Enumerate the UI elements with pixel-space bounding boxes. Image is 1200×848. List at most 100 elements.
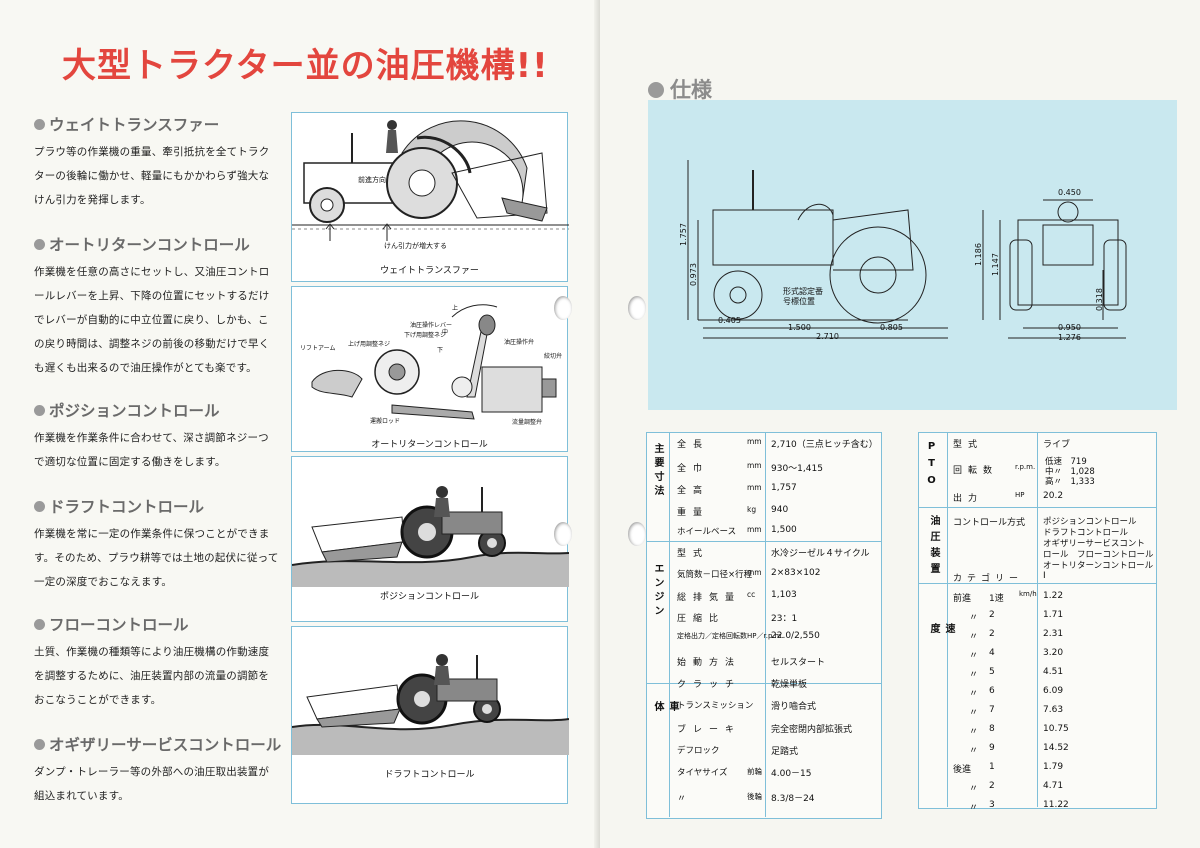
spec-name: 全長 bbox=[677, 440, 710, 450]
tractor-field-illustration bbox=[292, 486, 569, 587]
body-line: も遅くも出来るので油圧操作がとても楽です。 bbox=[34, 362, 257, 374]
spec-value: ドラフトコントロール bbox=[1043, 528, 1129, 538]
body-line: す。そのため、プラウ耕等では土地の起伏に従って bbox=[34, 552, 279, 564]
fig-label: 油圧操作レバー bbox=[410, 322, 453, 329]
speed-value: 7.63 bbox=[1043, 705, 1064, 715]
body-line: けん引力を発揮します。 bbox=[34, 194, 151, 206]
fig-label: 流量調整弁 bbox=[512, 419, 543, 426]
table-rule bbox=[765, 433, 766, 817]
spec-value: 23：1 bbox=[771, 614, 798, 624]
spec-value: 8.3/8－24 bbox=[771, 794, 815, 804]
pto-speed: 高〃 1,333 bbox=[1045, 477, 1095, 487]
speed-value: 1.22 bbox=[1043, 591, 1064, 601]
table-rule bbox=[919, 583, 1156, 584]
figure-auto-return: リフトアーム 上げ用調整ネジ 油圧操作レバー 下げ用調整ネジ 上 中 下 油圧操… bbox=[291, 286, 568, 452]
spec-unit: mm bbox=[747, 525, 762, 534]
body-line: ターの後輪に働かせ、軽量にもかかわらず強大な bbox=[34, 170, 270, 182]
spec-unit: r.p.m. bbox=[1015, 463, 1036, 471]
spec-value: Ⅰ bbox=[1043, 571, 1046, 581]
spec-unit: mm bbox=[747, 437, 762, 446]
body-line: 土質、作業機の種類等により油圧機構の作動速度 bbox=[34, 646, 270, 658]
force-label: けん引力が増大する bbox=[384, 242, 447, 250]
spec-value: 20.2 bbox=[1043, 491, 1064, 501]
body-line: の戻り時間は、調整ネジの前後の移動だけで早く bbox=[34, 338, 270, 350]
spec-value: ライブ bbox=[1043, 440, 1071, 450]
figure-draft-control: ドラフトコントロール bbox=[291, 626, 569, 804]
section-heading: オートリターンコントロール bbox=[49, 236, 250, 254]
table-rule bbox=[947, 433, 948, 807]
speed-direction: 〃 bbox=[969, 651, 979, 661]
binder-hole bbox=[628, 296, 646, 320]
spec-name: トランスミッション bbox=[677, 701, 754, 711]
figure-position-control: ポジションコントロール bbox=[291, 456, 569, 622]
pto-speed: 低速 719 bbox=[1045, 457, 1087, 467]
body-line: 作業機を作業条件に合わせて、深さ調節ネジーつ bbox=[34, 432, 269, 444]
speed-value: 4.51 bbox=[1043, 667, 1064, 677]
figure-weight-transfer: 前進方向 けん引力が増大する ウェイトトランスファー bbox=[291, 112, 569, 282]
table-rule bbox=[669, 433, 670, 817]
spec-value: オギザリーサービスコント bbox=[1043, 539, 1145, 549]
spec-value: 足踏式 bbox=[771, 747, 799, 757]
speed-direction: 〃 bbox=[969, 632, 979, 642]
spec-name: ホイールベース bbox=[677, 527, 737, 537]
group-label: 速度 bbox=[928, 623, 954, 753]
speed-gear: 1 bbox=[989, 762, 995, 772]
speed-gear: 2 bbox=[989, 629, 995, 639]
figure-caption: ポジションコントロール bbox=[379, 592, 479, 602]
pto-speed: 中〃 1,028 bbox=[1045, 467, 1095, 477]
speed-gear: 9 bbox=[989, 743, 995, 753]
spec-name: タイヤサイズ bbox=[677, 768, 728, 778]
left-page: 大型トラクター並の油圧機構!! ウェイトトランスファー プラウ等の作業機の重量、… bbox=[0, 0, 600, 848]
dim-label: 0.450 bbox=[1058, 188, 1081, 197]
spec-unit: cc bbox=[747, 590, 756, 599]
section-heading: ウェイトトランスファー bbox=[49, 116, 220, 134]
spec-name: 圧縮比 bbox=[677, 614, 726, 624]
spec-value: セルスタート bbox=[771, 658, 826, 668]
spec-unit: kg bbox=[747, 505, 757, 514]
group-label: エンジン bbox=[652, 563, 663, 619]
spec-unit: HP bbox=[1015, 491, 1025, 499]
speed-gear: 2 bbox=[989, 781, 995, 791]
spec-value: ポジションコントロール bbox=[1043, 517, 1137, 527]
spec-name: 総排気量 bbox=[677, 593, 742, 603]
dim-label: 1.186 bbox=[973, 243, 983, 266]
dim-label: 2.710 bbox=[816, 332, 839, 341]
section-position-control: ポジションコントロール 作業機を作業条件に合わせて、深さ調節ネジーつで適切な位置… bbox=[34, 399, 284, 474]
body-line: 作業機を常に一定の作業条件に保つことができま bbox=[34, 528, 270, 540]
fig-label: 上 bbox=[452, 305, 459, 312]
fig-label: 下げ用調整ネジ bbox=[404, 332, 447, 339]
table-rule bbox=[1037, 433, 1038, 807]
speed-value: 2.31 bbox=[1043, 629, 1064, 639]
table-rule bbox=[647, 541, 881, 542]
bullet-icon bbox=[34, 619, 45, 630]
speed-direction: 〃 bbox=[969, 708, 979, 718]
tractor-plow-illustration bbox=[292, 120, 569, 241]
body-line: プラウ等の作業機の重量、牽引抵抗を全てトラク bbox=[34, 146, 270, 158]
body-line: ールレバーを上昇、下降の位置にセットするだけ bbox=[34, 290, 270, 302]
fig-label: リフトアーム bbox=[300, 345, 336, 352]
speed-value: 1.71 bbox=[1043, 610, 1064, 620]
spec-name: 定格出力／定格回転数HP／r.p.m. bbox=[677, 632, 784, 640]
dim-label: 1.276 bbox=[1058, 333, 1081, 342]
fig-label: 絞切弁 bbox=[544, 353, 563, 360]
fig-label: 上げ用調整ネジ bbox=[348, 341, 391, 348]
dim-label: 1.757 bbox=[678, 223, 688, 246]
section-heading: ドラフトコントロール bbox=[49, 498, 205, 516]
speed-direction: 〃 bbox=[969, 784, 979, 794]
bullet-icon bbox=[34, 739, 45, 750]
speed-gear: 2 bbox=[989, 610, 995, 620]
figure-caption: ウェイトトランスファー bbox=[380, 266, 479, 276]
spec-value: 2,710（三点ヒッチ含む） bbox=[771, 440, 878, 450]
group-label: 油圧装置 bbox=[928, 515, 939, 579]
spec-name: 〃 bbox=[677, 794, 694, 804]
speed-direction: 〃 bbox=[969, 803, 979, 813]
section-auto-return: オートリターンコントロール 作業機を任意の高さにセットし、又油圧コントロールレバ… bbox=[34, 233, 284, 380]
spec-value: 22.0/2,550 bbox=[771, 631, 820, 641]
speed-gear: 1速 bbox=[989, 594, 1004, 604]
plate-label: 号標位置 bbox=[783, 297, 815, 306]
body-line: でレバーが自動的に中立位置に戻り、しかも、こ bbox=[34, 314, 269, 326]
speed-value: 4.71 bbox=[1043, 781, 1064, 791]
speed-gear: 3 bbox=[989, 800, 995, 810]
